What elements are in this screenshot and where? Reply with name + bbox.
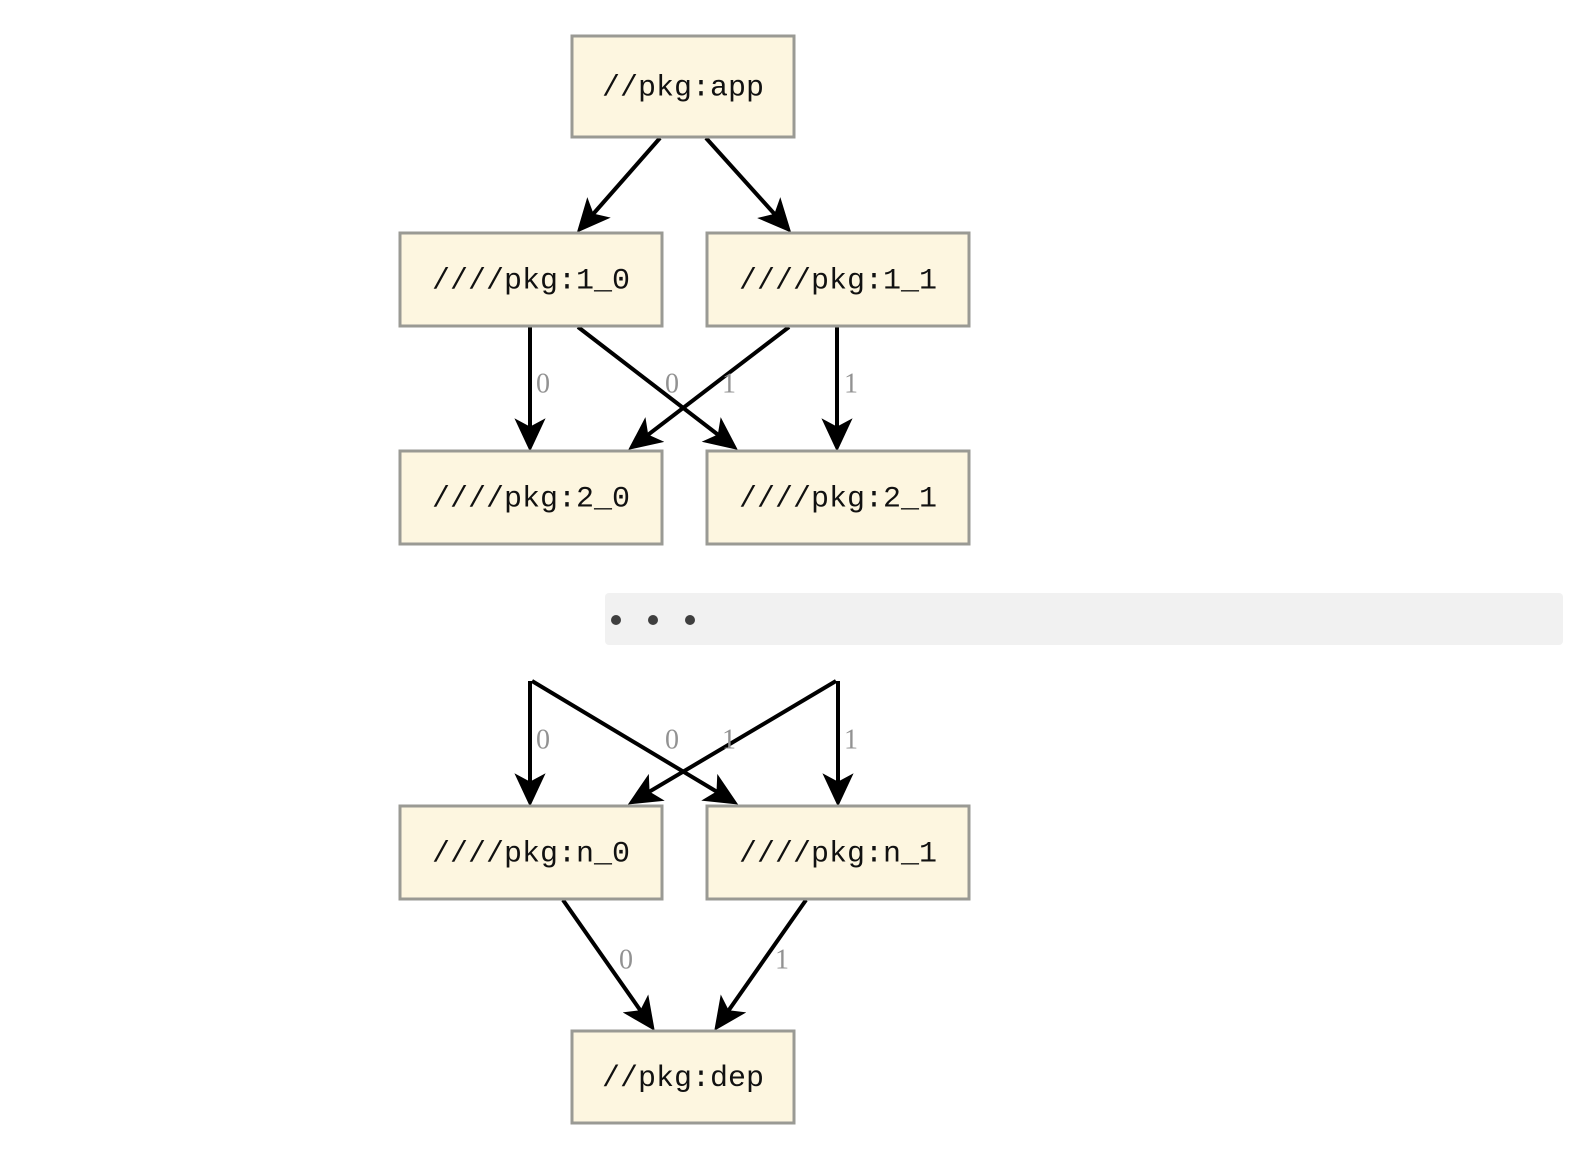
- ellipsis-dot-1: [648, 615, 658, 625]
- node-ln_1[interactable]: ////pkg:n_1: [705, 804, 971, 901]
- node-label: ////pkg:1_0: [432, 264, 630, 298]
- edge-label: 1: [844, 724, 858, 755]
- edge-line: [628, 325, 791, 450]
- ellipsis-dot-2: [685, 615, 695, 625]
- edge-n-1_0-to-n_1: 0: [530, 679, 739, 805]
- ellipsis-dot-0: [611, 615, 621, 625]
- node-label: //pkg:dep: [602, 1062, 764, 1096]
- node-layer: //pkg:app ////pkg:1_0 ////pkg:1_1 ////pkg:2…: [398, 34, 971, 1125]
- edge-n_1-to-dep: 1: [714, 898, 808, 1031]
- edge-1_0-to-2_1: 0: [576, 325, 738, 450]
- node-label: ////pkg:1_1: [739, 264, 937, 298]
- edge-n_0-to-dep: 0: [561, 898, 655, 1031]
- edge-1_1-to-2_1: 1: [821, 327, 858, 452]
- edge-label: 0: [536, 724, 550, 755]
- node-label: ////pkg:n_0: [432, 837, 630, 871]
- ellipsis-separator: [605, 593, 1563, 645]
- node-label: //pkg:app: [602, 71, 764, 105]
- node-label: ////pkg:2_0: [432, 482, 630, 516]
- edge-label: 1: [775, 944, 789, 975]
- edge-app-to-1_0: [576, 136, 662, 233]
- edge-label: 1: [722, 368, 736, 399]
- edge-line: [576, 325, 738, 450]
- edge-layer: 0 0 1 1 0 0 1 1 0 1: [514, 136, 858, 1031]
- edge-line: [714, 898, 808, 1031]
- node-box[interactable]: [705, 231, 971, 328]
- node-l2_1[interactable]: ////pkg:2_1: [705, 449, 971, 546]
- edge-n-1_1-to-n_1: 1: [822, 681, 858, 807]
- node-l2_0[interactable]: ////pkg:2_0: [398, 449, 664, 546]
- node-box[interactable]: [705, 804, 971, 901]
- ellipsis-band: [605, 593, 1563, 645]
- edge-1_0-to-2_0: 0: [514, 327, 550, 452]
- node-box[interactable]: [398, 804, 664, 901]
- edge-line: [627, 679, 838, 805]
- edge-label: 1: [844, 368, 858, 399]
- edge-line: [576, 136, 662, 233]
- node-box[interactable]: [570, 1029, 796, 1125]
- edge-n-1_0-to-n_0: 0: [514, 681, 550, 807]
- edge-label: 0: [665, 368, 679, 399]
- node-l1_1[interactable]: ////pkg:1_1: [705, 231, 971, 328]
- node-box[interactable]: [398, 449, 664, 546]
- node-app[interactable]: //pkg:app: [570, 34, 796, 139]
- edge-label: 1: [722, 724, 736, 755]
- edge-label: 0: [536, 368, 550, 399]
- node-dep[interactable]: //pkg:dep: [570, 1029, 796, 1125]
- node-l1_0[interactable]: ////pkg:1_0: [398, 231, 664, 328]
- node-box[interactable]: [570, 34, 796, 139]
- node-label: ////pkg:2_1: [739, 482, 937, 516]
- edge-line: [530, 679, 739, 805]
- edge-label: 0: [619, 944, 633, 975]
- edge-n-1_1-to-n_0: 1: [627, 679, 838, 805]
- edge-line: [561, 898, 655, 1031]
- node-label: ////pkg:n_1: [739, 837, 937, 871]
- node-box[interactable]: [398, 231, 664, 328]
- edge-label: 0: [665, 724, 679, 755]
- node-box[interactable]: [705, 449, 971, 546]
- edge-app-to-1_1: [704, 136, 792, 233]
- node-ln_0[interactable]: ////pkg:n_0: [398, 804, 664, 901]
- edge-line: [704, 136, 792, 233]
- edge-1_1-to-2_0: 1: [628, 325, 791, 450]
